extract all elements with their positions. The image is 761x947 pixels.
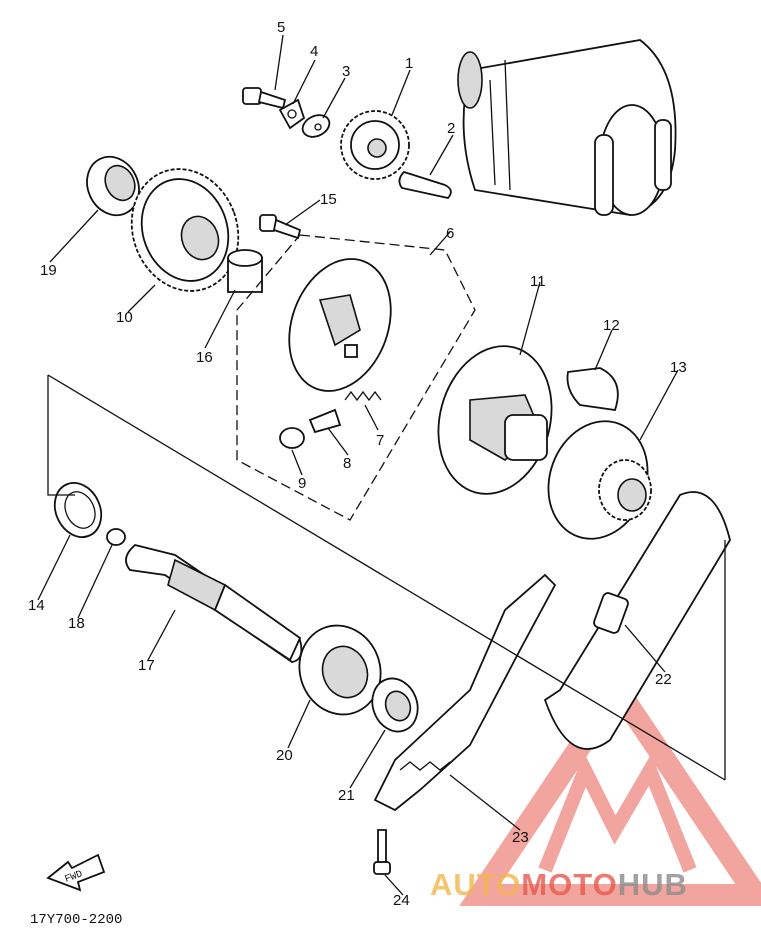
drive-gear-1 xyxy=(340,110,410,180)
watermark-text: AUTOMOTOHUB xyxy=(430,867,688,902)
small-gear-22 xyxy=(593,592,629,634)
callout-24: 24 xyxy=(393,892,410,909)
bolt-24 xyxy=(373,829,391,875)
callout-13: 13 xyxy=(670,359,687,376)
svg-text:AUTOMOTOHUB: AUTOMOTOHUB xyxy=(430,867,688,902)
roller-9 xyxy=(279,427,305,449)
watermark-logo xyxy=(459,670,761,906)
callout-7: 7 xyxy=(376,432,384,449)
callout-21: 21 xyxy=(338,787,355,804)
callout-3: 3 xyxy=(342,63,350,80)
callout-16: 16 xyxy=(196,349,213,366)
callout-14: 14 xyxy=(28,597,45,614)
spring-7 xyxy=(344,390,382,402)
callout-4: 4 xyxy=(310,43,318,60)
callout-1: 1 xyxy=(405,55,413,72)
clutch-gear-13 xyxy=(547,420,652,540)
circlip-14 xyxy=(53,482,103,538)
leader-lines xyxy=(37,34,679,896)
callout-10: 10 xyxy=(116,309,133,326)
lock-washer-4 xyxy=(278,98,306,130)
callout-5: 5 xyxy=(277,19,285,36)
watermark-part2: MOTO xyxy=(521,867,617,902)
shaft-17 xyxy=(125,544,303,663)
diagram-code: 17Y700-2200 xyxy=(30,912,122,928)
bolt-15 xyxy=(259,214,302,240)
assembly-boundary-lines xyxy=(47,374,726,781)
starter-clutch-11 xyxy=(437,345,553,495)
plunger-8 xyxy=(308,408,342,434)
chain-guide-23 xyxy=(373,573,557,812)
watermark-part1: AUTO xyxy=(430,867,521,902)
callout-9: 9 xyxy=(298,475,306,492)
callout-2: 2 xyxy=(447,120,455,137)
cam-12 xyxy=(566,367,619,411)
callout-19: 19 xyxy=(40,262,57,279)
callout-17: 17 xyxy=(138,657,155,674)
roller-18 xyxy=(106,528,126,546)
callout-23: 23 xyxy=(512,829,529,846)
callout-15: 15 xyxy=(320,191,337,208)
callout-18: 18 xyxy=(68,615,85,632)
callout-22: 22 xyxy=(655,671,672,688)
callout-20: 20 xyxy=(276,747,293,764)
clutch-assembly-6-outline xyxy=(236,234,476,521)
watermark-part3: HUB xyxy=(618,867,688,902)
idler-gear-10 xyxy=(130,168,240,292)
callout-11: 11 xyxy=(530,273,546,290)
bolt-5 xyxy=(242,87,287,110)
oil-seal-21 xyxy=(371,677,419,733)
cover-outline xyxy=(543,491,731,750)
bearing-20 xyxy=(298,624,382,716)
bearing-19 xyxy=(86,155,140,217)
collar-16 xyxy=(227,249,263,293)
callout-8: 8 xyxy=(343,455,351,472)
callout-12: 12 xyxy=(603,317,620,334)
fwd-arrow-icon: FWD xyxy=(46,853,106,892)
pin-2 xyxy=(398,170,452,199)
callout-labels: 1 2 3 4 5 6 7 8 9 10 11 12 13 14 15 16 1… xyxy=(28,19,687,909)
callout-6: 6 xyxy=(446,225,454,242)
plate-3 xyxy=(301,114,331,138)
starter-motor xyxy=(457,39,677,216)
